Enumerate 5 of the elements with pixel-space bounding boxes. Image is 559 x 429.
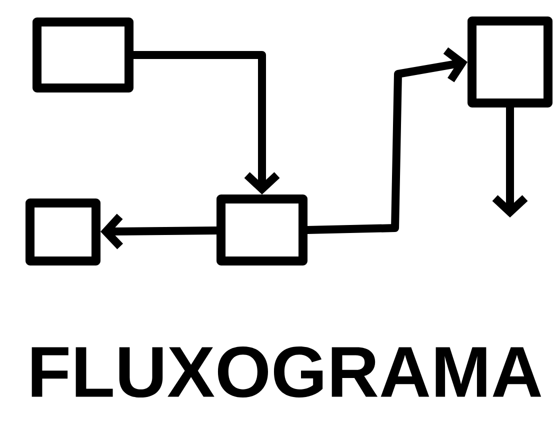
- box: [32, 18, 134, 92]
- title: FLUXOGRAMA: [32, 346, 542, 398]
- box: [216, 194, 308, 266]
- box: [468, 16, 552, 108]
- box: [26, 198, 100, 266]
